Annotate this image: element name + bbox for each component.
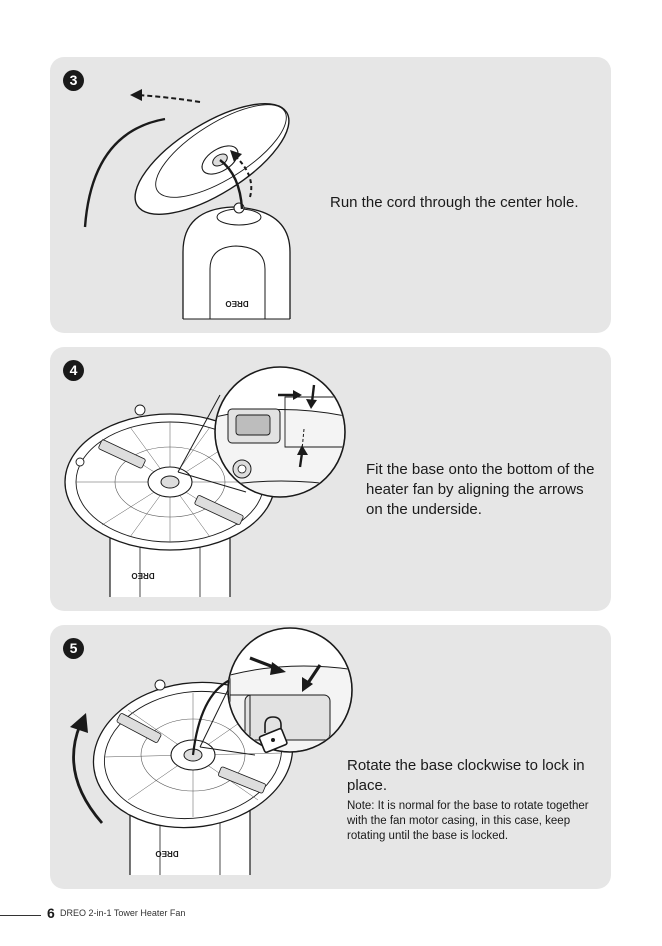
- step-number-badge: 5: [63, 638, 84, 659]
- brand-logo: DREO: [155, 849, 178, 858]
- manual-title: DREO 2-in-1 Tower Heater Fan: [60, 908, 186, 918]
- step-number-badge: 4: [63, 360, 84, 381]
- step-4-illustration: DREO: [64, 366, 346, 597]
- step-3-instruction: Run the cord through the center hole.: [330, 194, 579, 211]
- step-5-panel: 5 DREO: [50, 625, 611, 889]
- page-footer: 6 DREO 2-in-1 Tower Heater Fan: [0, 905, 662, 925]
- footer-rule: [0, 915, 41, 916]
- step-number-badge: 3: [63, 70, 84, 91]
- step-3-illustration: DREO: [83, 89, 291, 320]
- curved-arrow-icon: [72, 724, 104, 824]
- arrow-icon: [306, 664, 322, 684]
- lock-icon: [258, 716, 288, 754]
- page-number: 6: [47, 905, 55, 921]
- step-5-illustration: DREO: [70, 627, 353, 875]
- arrow-icon: [298, 452, 304, 468]
- power-cord: [83, 117, 166, 228]
- step-5-instruction: Rotate the base clockwise to lock in pla…: [347, 756, 605, 844]
- step-5-main-text: Rotate the base clockwise to lock in pla…: [347, 757, 585, 794]
- step-4-instruction: Fit the base onto the bottom of the heat…: [366, 461, 595, 518]
- step-4-panel: 4 DREO: [50, 347, 611, 611]
- step-5-note: Note: It is normal for the base to rotat…: [347, 800, 589, 842]
- brand-logo: DREO: [225, 299, 248, 308]
- arrow-icon: [310, 384, 316, 403]
- brand-logo: DREO: [131, 571, 154, 580]
- step-3-panel: 3 DREO Run the cord through the center h…: [50, 57, 611, 333]
- dashed-arrow-icon: [137, 94, 201, 103]
